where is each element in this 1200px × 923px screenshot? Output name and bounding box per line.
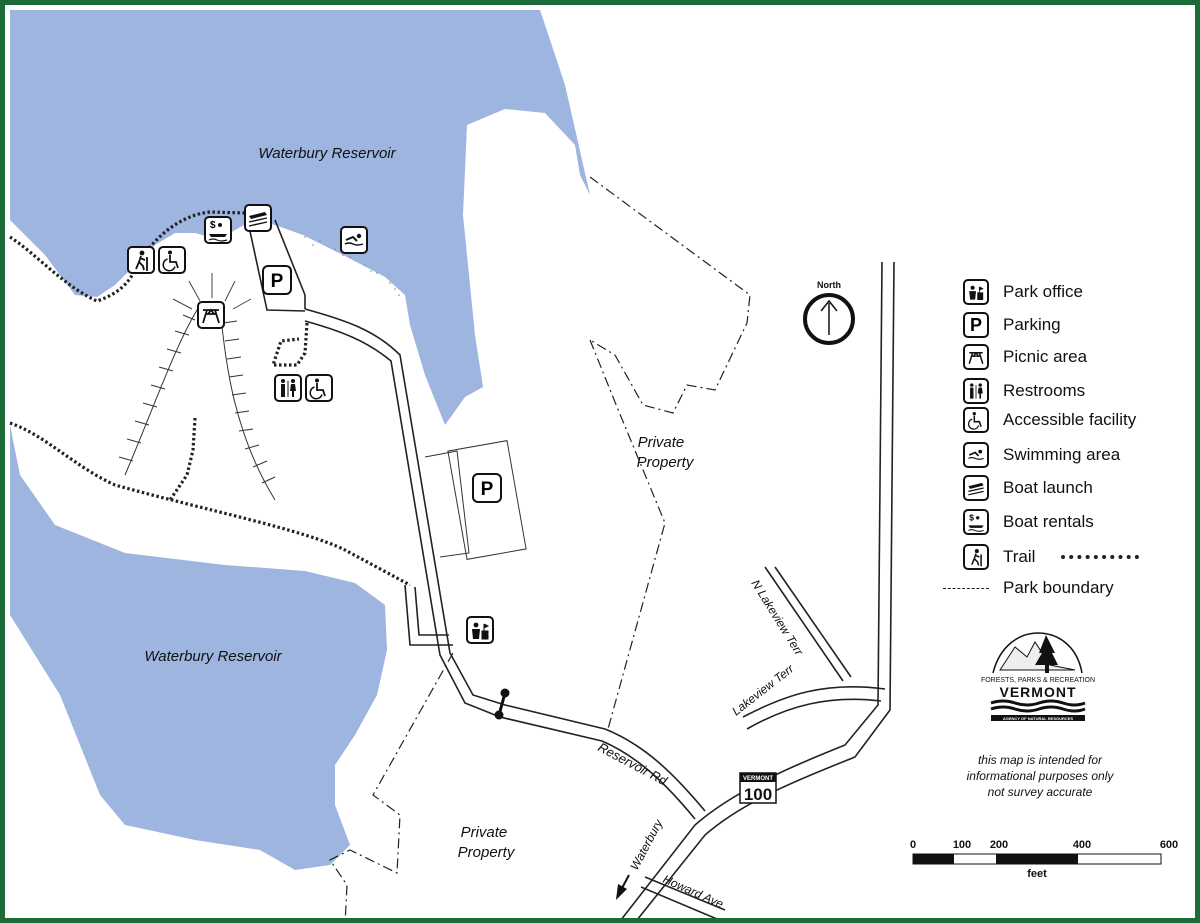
boat-launch-icon (963, 475, 989, 501)
disclaimer-line: not survey accurate (987, 785, 1093, 799)
legend-item-parking: P Parking (953, 311, 1061, 339)
legend-label: Trail (1003, 547, 1036, 566)
map-canvas: Waterbury Reservoir Waterbury Reservoir … (9, 10, 1178, 918)
water-label-lower: Waterbury Reservoir (144, 648, 282, 665)
legend-item-park-office: Park office (953, 278, 1083, 306)
legend-label: Park boundary (1003, 578, 1114, 597)
restrooms-icon (963, 378, 989, 404)
scale-tick-400: 400 (1073, 839, 1091, 851)
legend-item-picnic: Picnic area (953, 343, 1087, 371)
legend-item-swimming: Swimming area (953, 441, 1120, 469)
parking-lot-main (447, 440, 527, 560)
accessible-icon (963, 407, 989, 433)
park-boundary (329, 176, 751, 918)
legend-label: Picnic area (1003, 347, 1088, 366)
map-parking-icon-lot[interactable]: P (472, 473, 502, 503)
svg-text:$: $ (969, 512, 974, 522)
gate-marker (494, 688, 510, 720)
map-parking-icon-upper[interactable]: P (262, 265, 292, 295)
scale-tick-0: 0 (910, 839, 916, 851)
disclaimer-line: informational purposes only (966, 769, 1114, 783)
north-arrow: North (803, 280, 855, 345)
trails (9, 210, 411, 587)
parking-icon: P (963, 312, 989, 338)
legend-item-boat-launch: Boat launch (953, 474, 1093, 502)
scale-tick-100: 100 (953, 839, 971, 851)
route-100-shield: VERMONT 100 (739, 772, 777, 804)
scale-bar: 0 100 200 400 600 feet (910, 839, 1178, 880)
legend-label: Swimming area (1003, 445, 1121, 464)
upper-reservoir (10, 10, 590, 425)
parking-lot-lines (424, 450, 470, 558)
scale-tick-600: 600 (1160, 839, 1178, 851)
picnic-icon (963, 344, 989, 370)
legend-item-boat-rentals: $ Boat rentals (953, 508, 1094, 536)
logo-line1: FORESTS, PARKS & RECREATION (981, 677, 1095, 684)
legend-item-restrooms: Restrooms (953, 377, 1085, 405)
park-office-icon (963, 279, 989, 305)
scale-unit: feet (1027, 868, 1047, 880)
roads (247, 219, 895, 918)
beach-stipple (304, 236, 400, 296)
legend-label: Park office (1003, 282, 1084, 301)
road-label-howard-ave: Howard Ave (661, 872, 726, 911)
legend-label: Accessible facility (1003, 410, 1137, 429)
map-accessible-icon[interactable] (158, 246, 186, 274)
hiker-icon (963, 544, 989, 570)
logo-line3: AGENCY OF NATURAL RESOURCES (1003, 716, 1074, 721)
svg-text:100: 100 (744, 785, 772, 804)
picnic-stalls (118, 304, 276, 501)
legend-label: Restrooms (1003, 381, 1086, 400)
private-property-label-1: Private Property (637, 434, 695, 471)
road-label-waterbury: Waterbury (627, 816, 666, 872)
fpr-logo: FORESTS, PARKS & RECREATION VERMONT AGEN… (981, 632, 1095, 721)
svg-text:$: $ (210, 220, 216, 231)
map-swimming-icon[interactable] (340, 226, 368, 254)
waterbury-direction-arrow (616, 874, 630, 900)
picnic-rays (172, 273, 252, 310)
svg-text:North: North (817, 280, 841, 290)
legend-item-trail: Trail (953, 543, 1139, 571)
map-restrooms-icon[interactable] (274, 374, 302, 402)
boat-rentals-icon: $ (963, 509, 989, 535)
legend-item-accessible: Accessible facility (953, 406, 1136, 434)
svg-text:VERMONT: VERMONT (743, 776, 773, 782)
private-property-label-2: Private Property (458, 824, 516, 861)
disclaimer-line: this map is intended for (977, 753, 1103, 767)
disclaimer: this map is intended for informational p… (945, 752, 1135, 800)
legend-label: Parking (1003, 315, 1061, 334)
scale-tick-200: 200 (990, 839, 1008, 851)
legend-label: Boat launch (1003, 478, 1093, 497)
map-accessible-icon-restroom[interactable] (305, 374, 333, 402)
map-boat-launch-icon[interactable] (244, 204, 272, 232)
svg-text:P: P (271, 271, 284, 292)
legend-label: Boat rentals (1003, 512, 1094, 531)
water-label-upper: Waterbury Reservoir (258, 145, 396, 162)
map-hiker-icon[interactable] (127, 246, 155, 274)
logo-line2: VERMONT (1000, 684, 1077, 700)
map-boat-rentals-icon[interactable]: $ (204, 216, 232, 244)
lower-reservoir (10, 425, 387, 870)
map-park-office-icon[interactable] (466, 616, 494, 644)
map-picnic-icon[interactable] (197, 301, 225, 329)
swimming-icon (963, 442, 989, 468)
road-label-n-lakeview: N Lakeview Terr (748, 577, 806, 658)
legend-item-boundary: Park boundary (943, 574, 1114, 602)
road-label-reservoir-rd: Reservoir Rd (596, 739, 671, 788)
boundary-line-sample (943, 588, 989, 589)
svg-text:P: P (481, 479, 494, 500)
trail-line-sample (1061, 555, 1139, 559)
